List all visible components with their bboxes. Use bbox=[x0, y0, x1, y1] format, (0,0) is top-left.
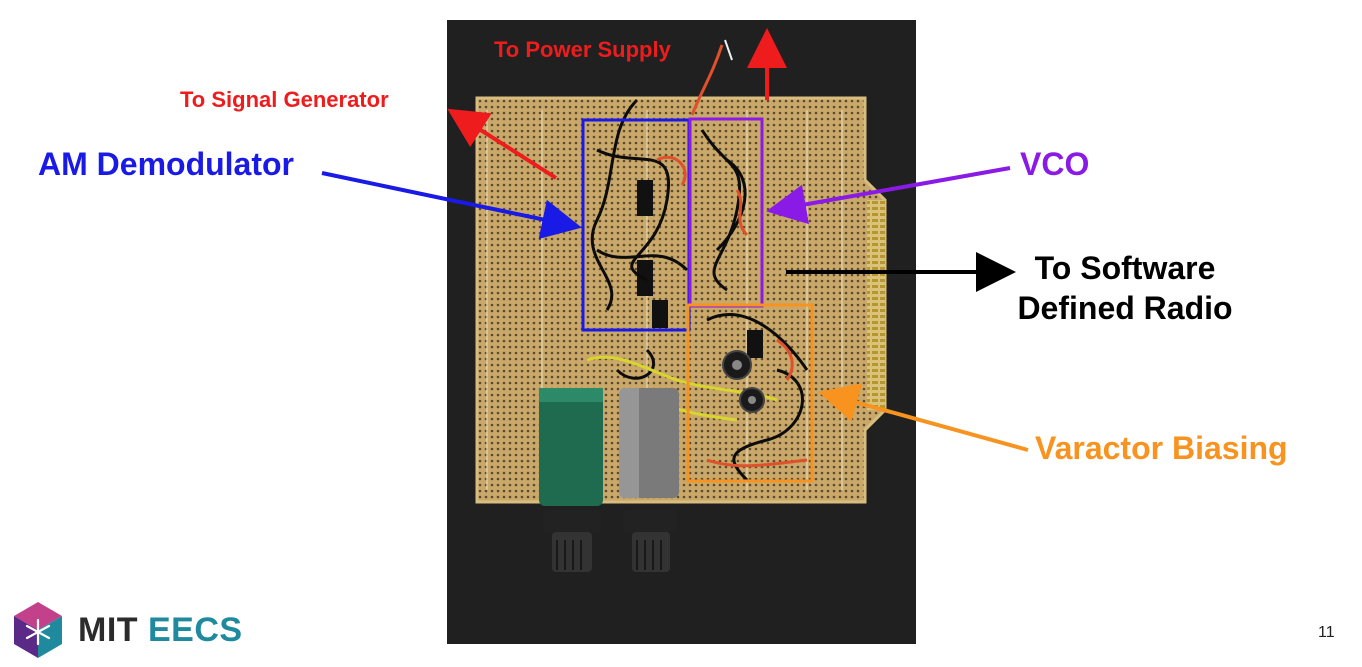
to-software-defined-radio-label: To Software Defined Radio bbox=[1000, 248, 1250, 328]
varactor-biasing-label: Varactor Biasing bbox=[1035, 430, 1288, 466]
to-signal-generator-label: To Signal Generator bbox=[180, 87, 389, 112]
mit-eecs-logo: MIT EECS bbox=[12, 600, 243, 660]
mit-eecs-cube-icon bbox=[14, 602, 62, 658]
sdr-label-line2: Defined Radio bbox=[1017, 290, 1233, 326]
to-power-supply-label: To Power Supply bbox=[494, 37, 671, 62]
logo-text: MIT EECS bbox=[78, 611, 243, 650]
sdr-label-line1: To Software bbox=[1034, 250, 1216, 286]
logo-eecs-text: EECS bbox=[148, 610, 243, 649]
circuit-board-photo bbox=[447, 20, 916, 644]
page-number: 11 bbox=[1318, 624, 1335, 641]
logo-mit-text: MIT bbox=[78, 610, 139, 649]
am-demodulator-label: AM Demodulator bbox=[38, 146, 294, 182]
vco-label: VCO bbox=[1020, 146, 1090, 182]
